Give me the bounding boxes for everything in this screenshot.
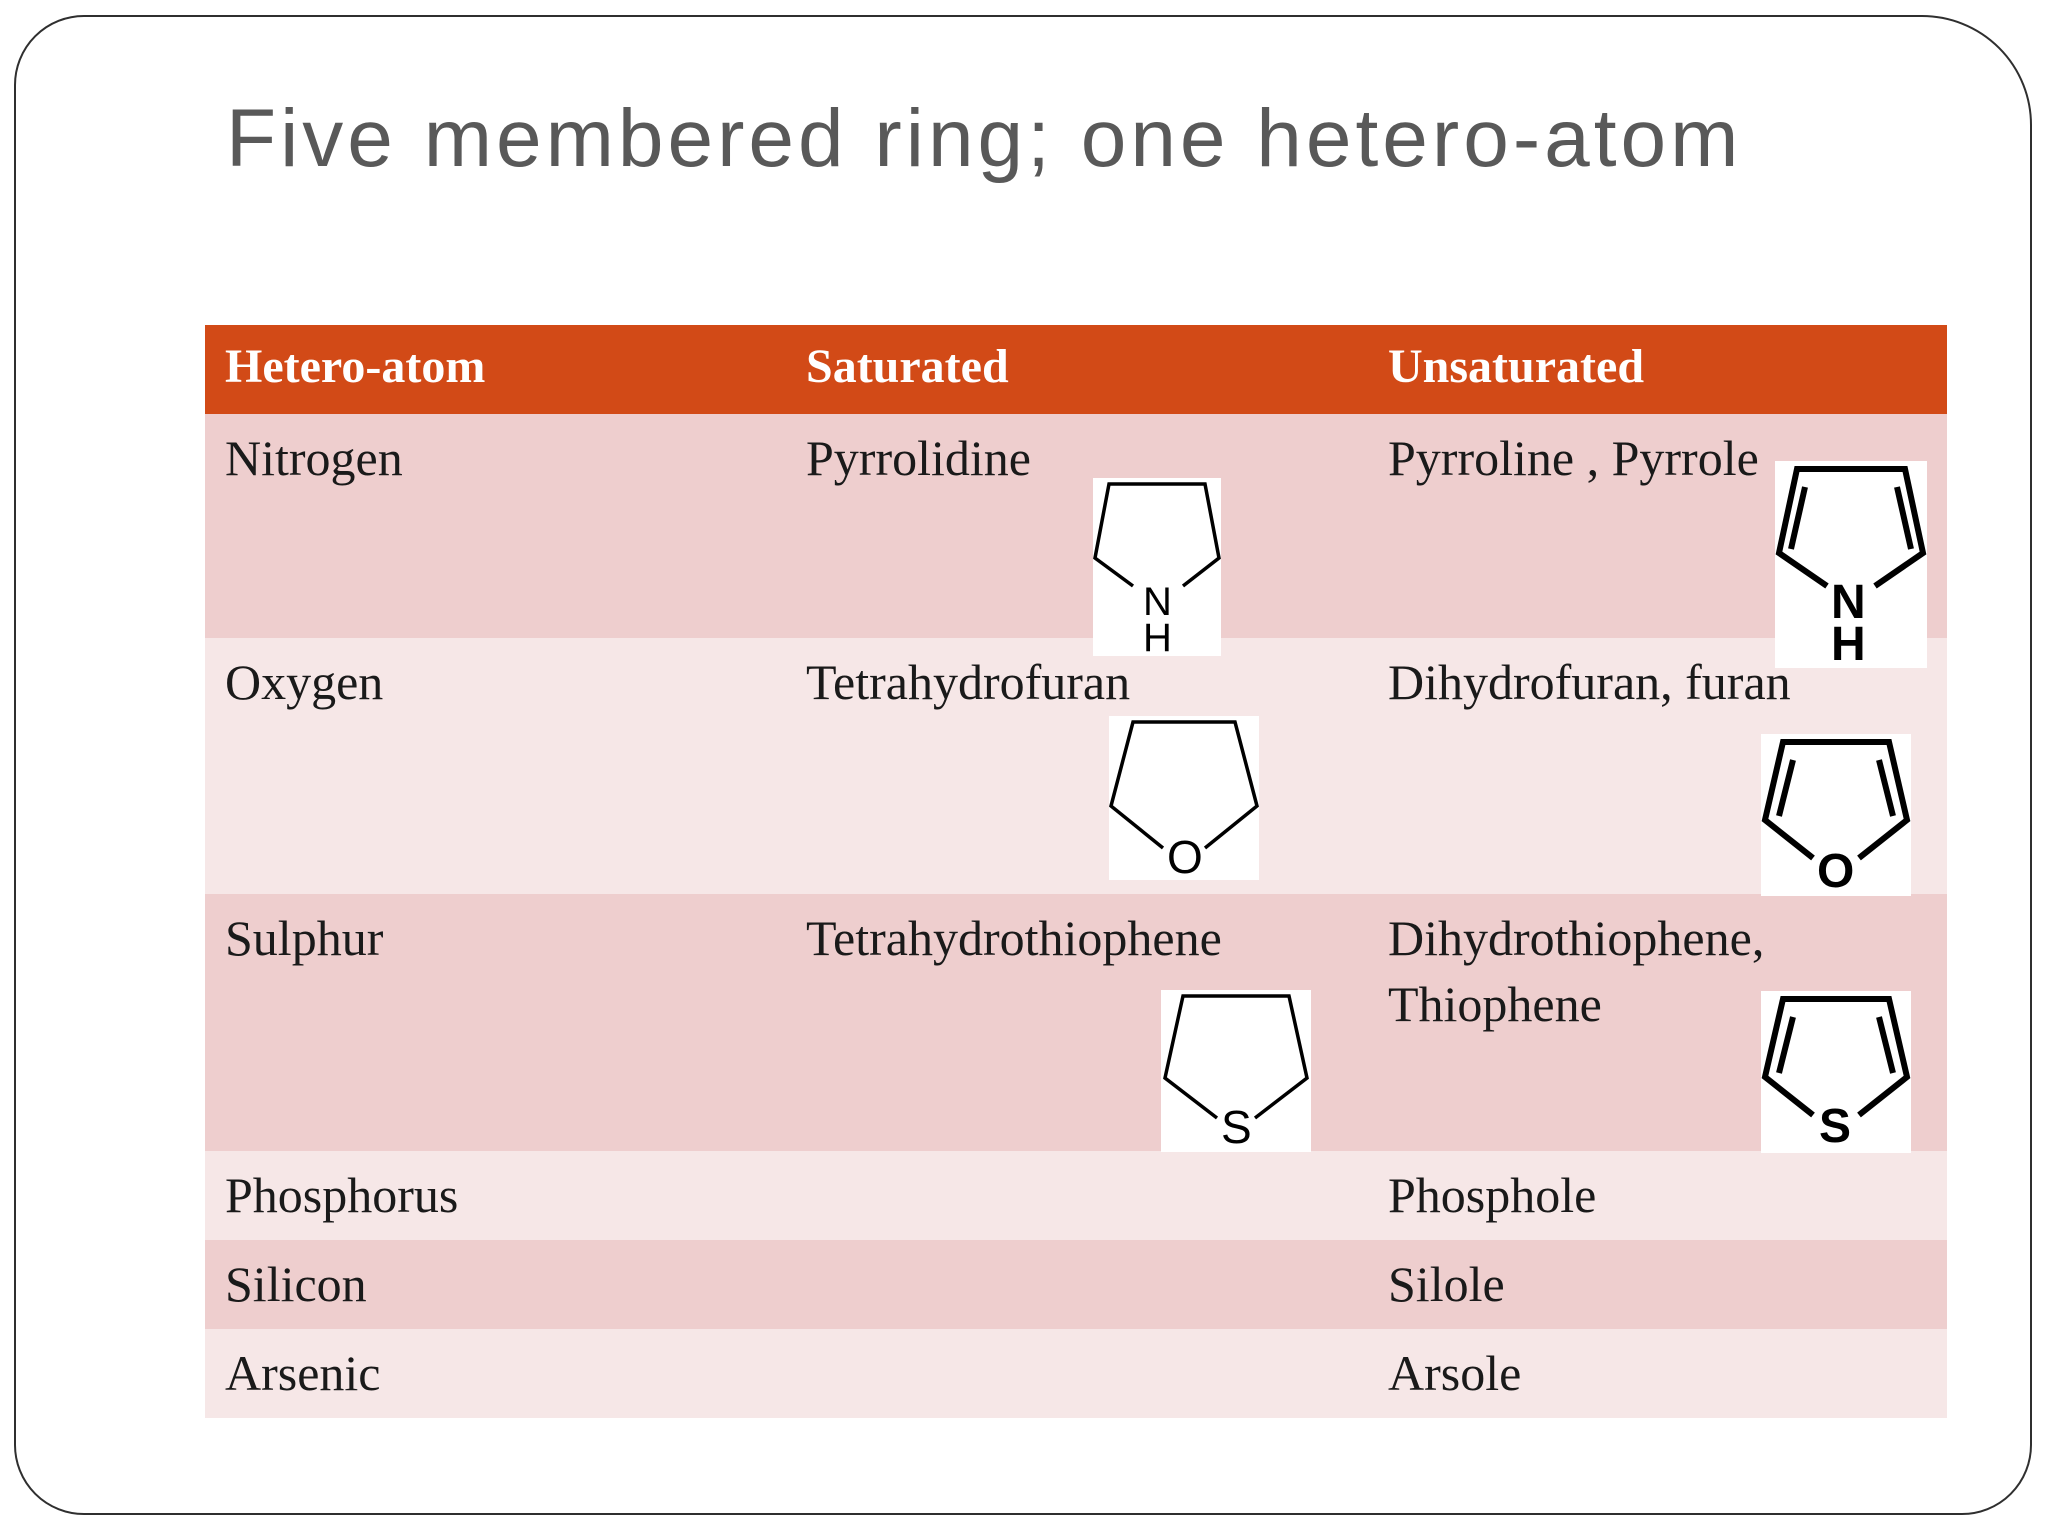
thiophene-structure: S [1761,991,1911,1153]
cell-hetero: Oxygen [225,654,384,710]
cell-saturated: Tetrahydrothiophene [806,910,1222,966]
furan-atom-label: O [1817,845,1855,898]
cell-unsaturated: Dihydrofuran, furan [1388,654,1791,710]
thiophene-atom-label: S [1819,1100,1852,1153]
cell-hetero: Arsenic [225,1345,381,1401]
pyrrolidine-ring-icon [1093,482,1221,588]
pyrrole-h-label: H [1831,618,1866,671]
pyrrole-ring-icon [1775,466,1927,589]
table-row-sulphur: Sulphur Tetrahydrothiophene Dihydrothiop… [205,894,1947,1151]
cell-hetero: Sulphur [225,910,384,966]
cell-hetero: Nitrogen [225,430,403,486]
table-row-nitrogen: Nitrogen Pyrrolidine Pyrroline , Pyrrole [205,414,1947,638]
cell-unsaturated: Dihydrothiophene, [1388,910,1765,966]
header-saturated: Saturated [806,340,1009,393]
cell-hetero: Phosphorus [225,1167,459,1223]
table-row-phosphorus: Phosphorus Phosphole [205,1151,1947,1240]
cell-saturated: Tetrahydrofuran [806,654,1131,710]
pyrrole-atom-label: N [1831,576,1866,629]
cell-saturated: Pyrrolidine [806,430,1031,486]
cell-unsaturated: Pyrroline , Pyrrole [1388,430,1759,486]
furan-structure: O [1761,734,1911,896]
tetrahydrofuran-ring-icon [1109,720,1259,850]
pyrrolidine-h-label: H [1143,616,1172,660]
thiophene-ring-icon [1761,996,1911,1118]
cell-unsaturated: Arsole [1388,1345,1522,1401]
pyrrolidine-atom-label: N [1143,580,1172,624]
header-hetero-atom: Hetero-atom [225,340,486,393]
pyrrolidine-structure: N H [1093,478,1221,660]
tetrahydrothiophene-structure: S [1161,990,1311,1152]
slide-title: Five membered ring; one hetero-atom [226,93,1743,184]
pyrrole-structure: N H [1775,461,1927,671]
tetrahydrofuran-atom-label: O [1167,831,1203,883]
table-row-oxygen: Oxygen Tetrahydrofuran Dihydrofuran, fur… [205,638,1947,894]
tetrahydrothiophene-atom-label: S [1221,1101,1252,1153]
header-unsaturated: Unsaturated [1388,340,1645,393]
cell-unsaturated: Silole [1388,1256,1505,1312]
table-row-arsenic: Arsenic Arsole [205,1329,1947,1418]
furan-ring-icon [1761,739,1911,861]
cell-unsaturated: Phosphole [1388,1167,1597,1223]
table-header-row: Hetero-atom Saturated Unsaturated [205,325,1947,414]
cell-hetero: Silicon [225,1256,367,1312]
hetero-atom-table: Hetero-atom Saturated Unsaturated Nitrog… [205,325,1947,1418]
table-row-silicon: Silicon Silole [205,1240,1947,1329]
tetrahydrothiophene-ring-icon [1163,994,1309,1120]
cell-unsaturated-line2: Thiophene [1388,976,1602,1032]
tetrahydrofuran-structure: O [1109,716,1259,880]
